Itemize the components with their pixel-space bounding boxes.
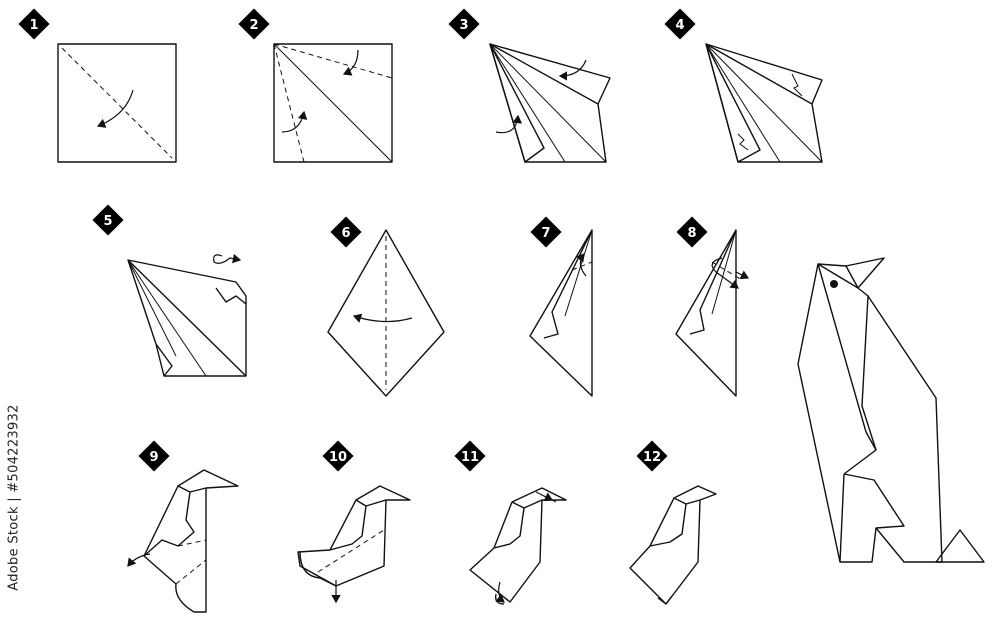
svg-text:11: 11 [461,450,479,465]
step-3: 3 [448,8,611,163]
step-badge: 6 [330,216,362,248]
step-9: 9 [127,440,239,613]
svg-text:7: 7 [541,226,550,241]
step-1: 1 [18,8,177,163]
svg-text:8: 8 [687,226,696,241]
svg-text:6: 6 [341,226,350,241]
svg-text:3: 3 [459,18,468,33]
step-8: 8 [675,216,750,397]
step-4: 4 [664,8,823,163]
step-badge: 2 [238,8,270,40]
svg-text:9: 9 [149,450,158,465]
step-6: 6 [327,216,445,397]
step-badge: 11 [454,440,486,472]
step-badge: 10 [322,440,354,472]
step-2: 2 [238,8,393,163]
svg-text:4: 4 [675,18,684,33]
step-10: 10 [297,440,411,604]
step-badge: 7 [530,216,562,248]
final-penguin [797,257,985,563]
step-badge: 5 [92,204,124,236]
step-11: 11 [454,440,567,605]
step-badge: 1 [18,8,50,40]
svg-text:5: 5 [103,214,112,229]
step-12: 12 [629,440,717,605]
svg-text:1: 1 [29,18,38,33]
step-7: 7 [529,216,593,397]
svg-text:10: 10 [329,450,347,465]
svg-text:12: 12 [643,450,661,465]
penguin-eye [830,280,838,288]
step-badge: 8 [676,216,708,248]
svg-text:2: 2 [249,18,258,33]
step-badge: 3 [448,8,480,40]
step-badge: 4 [664,8,696,40]
step-badge: 12 [636,440,668,472]
step-badge: 9 [138,440,170,472]
stock-watermark: Adobe Stock | #504223932 [4,390,24,610]
watermark-text: Adobe Stock | #504223932 [6,404,22,591]
step-5: 5 [92,204,247,377]
